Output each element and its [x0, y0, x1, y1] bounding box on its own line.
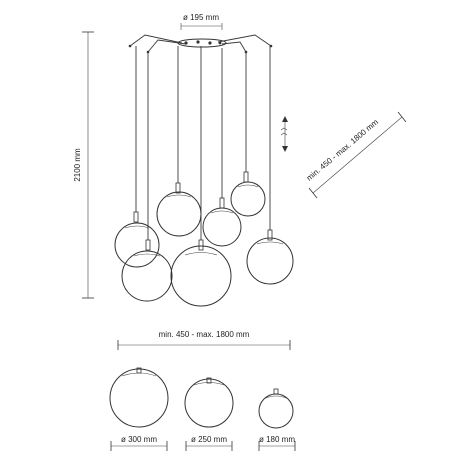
globe-right-lower: [246, 229, 294, 285]
globe-large-label: ø 300 mm: [121, 435, 157, 444]
globe-right-upper: [230, 171, 266, 217]
globe-small-label: ø 180 mm: [259, 435, 295, 444]
hanging-cords: [135, 46, 271, 240]
total-height-dimension: 2100 mm: [73, 31, 94, 299]
horizontal-cord-dimension: min. 450 - max. 1800 mm: [117, 330, 291, 350]
globe-size-references: ø 300 mm ø 250 mm ø 180 mm: [109, 367, 296, 451]
globe-large-reference: ø 300 mm: [109, 367, 169, 451]
globe-right-middle: [202, 197, 242, 247]
canopy: [177, 38, 227, 48]
globe-medium-reference: ø 250 mm: [184, 377, 234, 451]
globe-left-lower: [121, 239, 173, 302]
globe-medium-label: ø 250 mm: [191, 435, 227, 444]
adjustable-length-marker: [280, 116, 288, 152]
globe-small-reference: ø 180 mm: [258, 388, 296, 451]
diagonal-cord-dimension: min. 450 - max. 1800 mm: [305, 111, 407, 199]
canopy-width-dimension: ø 195 mm: [180, 13, 223, 30]
pendant-globes: [114, 171, 294, 307]
canopy-diameter-label: ø 195 mm: [183, 13, 219, 22]
globe-center-lower: [170, 239, 232, 307]
globe-center-upper: [156, 182, 202, 237]
cord-routing: [128, 34, 273, 54]
diagonal-cord-label: min. 450 - max. 1800 mm: [305, 117, 381, 182]
horizontal-cord-label: min. 450 - max. 1800 mm: [159, 330, 250, 339]
total-height-label: 2100 mm: [73, 148, 82, 182]
globe-left-upper: [114, 211, 160, 268]
